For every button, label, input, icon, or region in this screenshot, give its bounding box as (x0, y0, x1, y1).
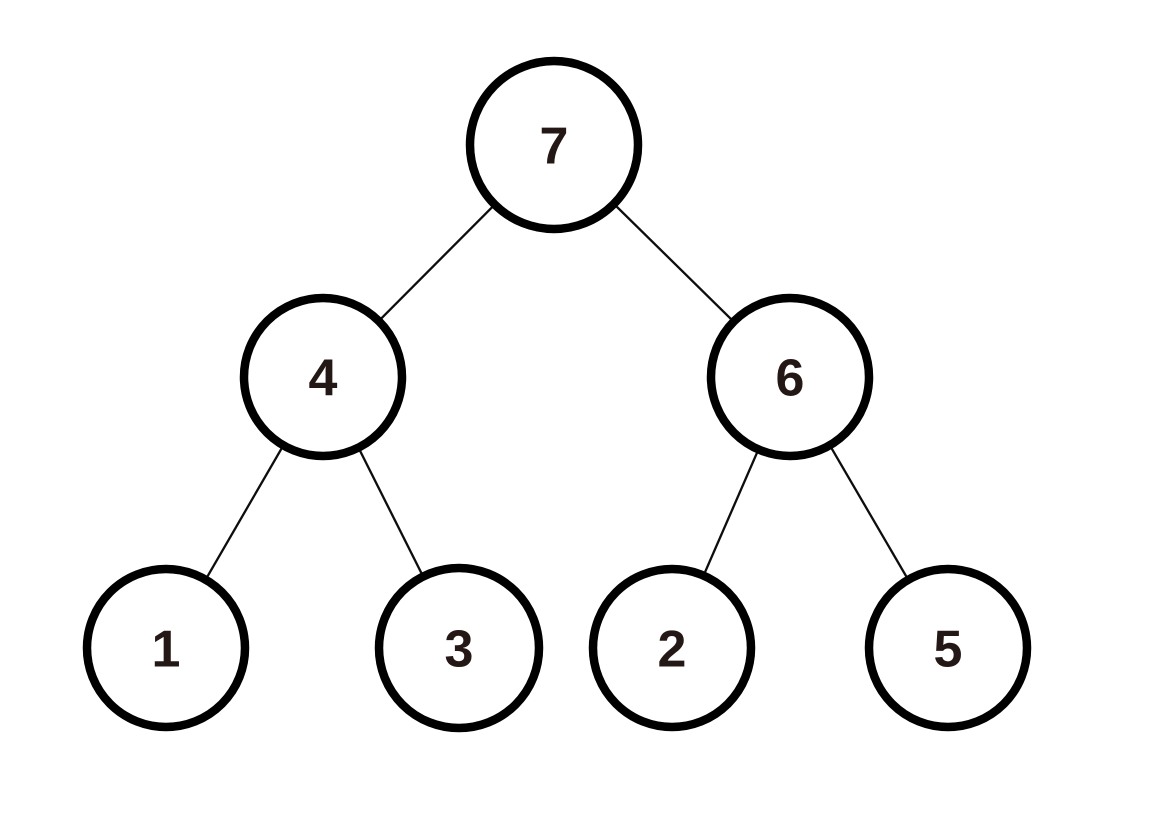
tree-node-circle (239, 293, 407, 461)
tree-node-label: 1 (152, 621, 181, 679)
tree-node-7: 7 (465, 56, 643, 234)
tree-node-label: 7 (540, 118, 569, 176)
tree-node-label: 3 (445, 621, 474, 679)
tree-node-label: 6 (776, 350, 805, 408)
tree-node-label: 2 (658, 621, 687, 679)
tree-node-circle (588, 564, 756, 732)
tree-node-2: 2 (588, 564, 756, 732)
tree-node-circle (706, 293, 874, 461)
tree-node-label: 5 (934, 621, 963, 679)
tree-node-3: 3 (374, 563, 544, 733)
tree-node-6: 6 (706, 293, 874, 461)
tree-node-circle (465, 56, 643, 234)
tree-node-circle (864, 564, 1032, 732)
tree-node-circle (82, 564, 250, 732)
tree-node-1: 1 (82, 564, 250, 732)
tree-node-label: 4 (309, 350, 338, 408)
tree-node-4: 4 (239, 293, 407, 461)
tree-node-circle (374, 563, 544, 733)
tree-node-5: 5 (864, 564, 1032, 732)
